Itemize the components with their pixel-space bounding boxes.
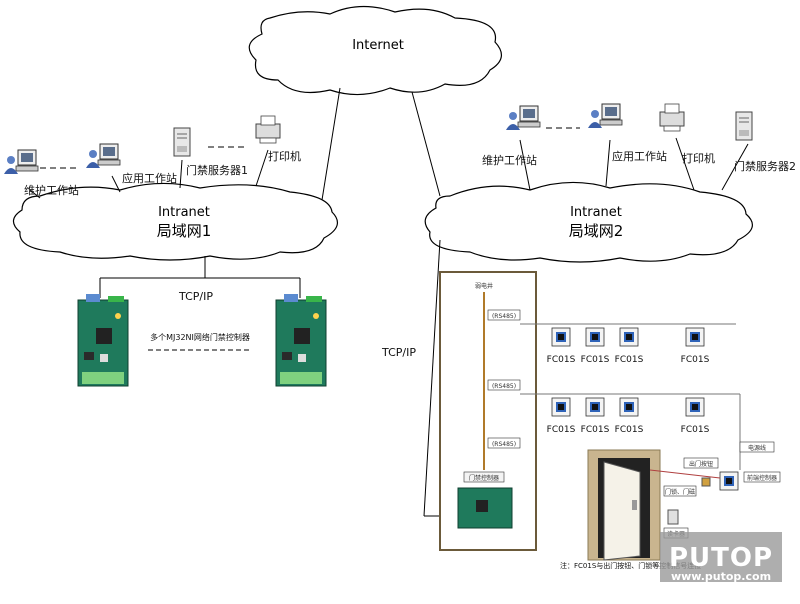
fc-module-r2-4 [685, 397, 705, 417]
rs485-tag-1 [487, 309, 521, 321]
front-controller-label: 前端控制器 [747, 474, 777, 482]
power-line-tag [739, 441, 775, 453]
right-application-label: 应用工作站 [612, 149, 667, 163]
rs485-tag-3 [487, 437, 521, 449]
right-server-icon [735, 111, 753, 141]
left-controller-board-1 [77, 293, 129, 387]
link-left-printer [255, 149, 269, 187]
exit-button-label: 出门按钮 [689, 460, 713, 468]
rs485-label-2: (RS485) [492, 383, 516, 390]
fc-label-r2-1: FC01S [547, 425, 576, 435]
link-left-server [179, 159, 183, 189]
door-wire [649, 469, 721, 479]
right-tcpip-label: TCP/IP [381, 346, 416, 359]
fc-module-r2-1 [551, 397, 571, 417]
right-application-pc-icon [587, 103, 623, 129]
intranet2-title: Intranet [570, 205, 622, 220]
link-right-server [721, 143, 749, 191]
fc-label-r1-2: FC01S [581, 355, 610, 365]
left-application-label: 应用工作站 [122, 171, 177, 185]
fc-module-r2-2 [585, 397, 605, 417]
link-left-app [111, 175, 121, 193]
intranet1-cloud [12, 182, 339, 261]
right-printer-icon [659, 103, 685, 132]
right-server-label: 门禁服务器2 [734, 159, 796, 173]
door-lock-label: 门锁、门磁 [665, 488, 695, 496]
intranet1-title: Intranet [158, 205, 210, 220]
right-tcpip-line [423, 239, 441, 517]
intranet2-subtitle: 局域网2 [569, 222, 624, 240]
watermark-brand: PUTOP [669, 543, 773, 573]
left-printer-label: 打印机 [268, 149, 301, 163]
door-controller-tag [463, 471, 505, 483]
intranet2-cloud [424, 181, 753, 263]
fc-module-r1-3 [619, 327, 639, 347]
fc-label-r2-3: FC01S [615, 425, 644, 435]
exit-button-tag [683, 457, 719, 469]
left-controllers-label: 多个MJ32NI网络门禁控制器 [150, 332, 250, 342]
fc-label-r1-3: FC01S [615, 355, 644, 365]
left-maintenance-label: 维护工作站 [24, 183, 79, 197]
front-controller-tag [743, 471, 781, 483]
fc-module-r2-3 [619, 397, 639, 417]
fc-module-r1-1 [551, 327, 571, 347]
fc-label-r2-4: FC01S [681, 425, 710, 435]
right-printer-label: 打印机 [682, 151, 715, 165]
watermark-url: www.putop.com [671, 570, 771, 583]
fc-label-r1-4: FC01S [681, 355, 710, 365]
door-controller-label: 门禁控制器 [469, 474, 499, 482]
link-right-app [605, 139, 611, 187]
left-server-label: 门禁服务器1 [186, 163, 248, 177]
left-printer-icon [255, 115, 281, 144]
left-application-pc-icon [85, 143, 121, 169]
cabinet-chip [476, 500, 488, 512]
rs485-label-1: (RS485) [492, 313, 516, 320]
fc-module-r1-4 [685, 327, 705, 347]
right-maintenance-pc-icon [505, 105, 541, 131]
left-server-icon [173, 127, 191, 157]
rs485-tag-2 [487, 379, 521, 391]
fc-label-r1-1: FC01S [547, 355, 576, 365]
power-line-label: 电源线 [748, 444, 766, 452]
fc-module-r1-2 [585, 327, 605, 347]
card-reader-icon [667, 509, 679, 525]
exit-button-icon [701, 477, 711, 487]
left-maintenance-pc-icon [3, 149, 39, 175]
door-lock-tag [663, 485, 697, 497]
watermark-box [660, 532, 782, 582]
note-text: 注：FC01S与出门按钮、门锁等控制信号连接 [560, 561, 701, 570]
internet-link-2 [411, 91, 441, 197]
door-fc-module-icon [719, 471, 739, 491]
cable-shaft-label: 弱电井 [475, 282, 493, 290]
fc-label-r2-2: FC01S [581, 425, 610, 435]
left-controller-board-2 [275, 293, 327, 387]
link-right-printer [675, 137, 695, 191]
internet-label: Internet [352, 38, 404, 53]
internet-cloud [248, 5, 502, 96]
door-handle [632, 500, 637, 510]
intranet1-subtitle: 局域网1 [157, 222, 212, 240]
right-maintenance-label: 维护工作站 [482, 153, 537, 167]
link-left-maint [29, 189, 41, 199]
rs485-label-3: (RS485) [492, 441, 516, 448]
internet-link-1 [321, 87, 341, 201]
door-leaf [603, 461, 641, 561]
link-right-maint [519, 139, 531, 191]
left-tcpip-label: TCP/IP [178, 290, 213, 303]
